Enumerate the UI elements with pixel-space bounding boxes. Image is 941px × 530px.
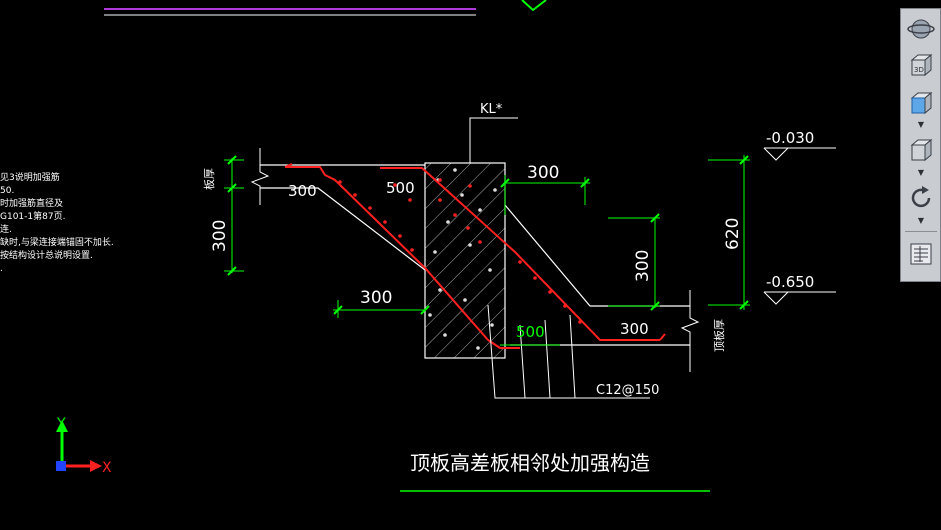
ucs-x-label: X [102, 460, 112, 476]
rebar-points [338, 178, 582, 324]
drawing-title: 顶板高差板相邻处加强构造 [410, 451, 650, 475]
top-marker [521, 0, 547, 12]
note-line: 按结构设计总说明设置. [0, 251, 93, 261]
ucs-y-label: Y [56, 416, 66, 432]
side-label-left: 板厚 [202, 168, 216, 190]
dimension-lines [224, 155, 750, 346]
ucs-icon [56, 420, 102, 472]
rotate-icon[interactable] [904, 181, 938, 215]
break-line-right [680, 290, 700, 372]
chevron-down-icon[interactable]: ▼ [917, 216, 925, 225]
view-3d-icon[interactable]: 3D [904, 48, 938, 82]
elevation-bottom [763, 291, 836, 305]
dim-300-top-left: 300 [288, 182, 317, 200]
note-line: 见3说明加强筋 [0, 173, 60, 183]
dim-500-bottom: 500 [516, 323, 545, 341]
beam-label: KL* [480, 102, 503, 117]
beam-leader [469, 117, 518, 163]
elevation-bottom-label: -0.650 [766, 273, 814, 291]
note-line: 时加强筋直径及 [0, 199, 64, 209]
dim-300-mid-left: 300 [360, 288, 392, 308]
slab-top-right [504, 204, 690, 307]
dim-300-top-right: 300 [527, 163, 559, 183]
rebar-hook-left [284, 163, 293, 168]
dimension-ticks [227, 155, 749, 315]
break-line-left [250, 148, 270, 205]
dim-300-left-vert: 300 [210, 220, 230, 252]
slab-bottom-left [260, 187, 426, 271]
rebar-leaders [487, 304, 650, 399]
note-line: 连. [0, 225, 12, 235]
dim-620: 620 [723, 218, 743, 250]
orbit-icon[interactable] [904, 12, 938, 46]
note-line: G101-1第87页. [0, 212, 66, 222]
note-line: . [0, 264, 3, 274]
rebar-hook-right [659, 333, 666, 341]
dim-300-bottom-right: 300 [620, 320, 649, 338]
properties-icon[interactable] [904, 237, 938, 271]
view-cube-icon[interactable] [904, 133, 938, 167]
notes-panel: 见3说明加强筋 50. 时加强筋直径及 G101-1第87页. 连. 缺时,与梁… [0, 172, 120, 276]
chevron-down-icon[interactable]: ▼ [917, 168, 925, 177]
elevation-top-label: -0.030 [766, 129, 814, 147]
note-line: 缺时,与梁连接端锚固不加长. [0, 238, 114, 248]
dim-500-top: 500 [386, 179, 415, 197]
elevation-top [763, 147, 836, 161]
view-toolbar: 3D ▼ ▼ ▼ [900, 8, 941, 282]
chevron-down-icon[interactable]: ▼ [917, 120, 925, 129]
view-front-icon[interactable] [904, 86, 938, 120]
svg-text:3D: 3D [914, 66, 924, 74]
rebar-label: C12@150 [596, 383, 659, 398]
rebar-upper [285, 166, 520, 349]
dim-300-right-vert: 300 [633, 250, 653, 282]
toolbar-separator [905, 231, 937, 232]
note-line: 50. [0, 186, 15, 196]
beam-section [424, 162, 506, 359]
side-label-right: 顶板厚 [712, 319, 726, 352]
rebar-lower [380, 167, 660, 341]
